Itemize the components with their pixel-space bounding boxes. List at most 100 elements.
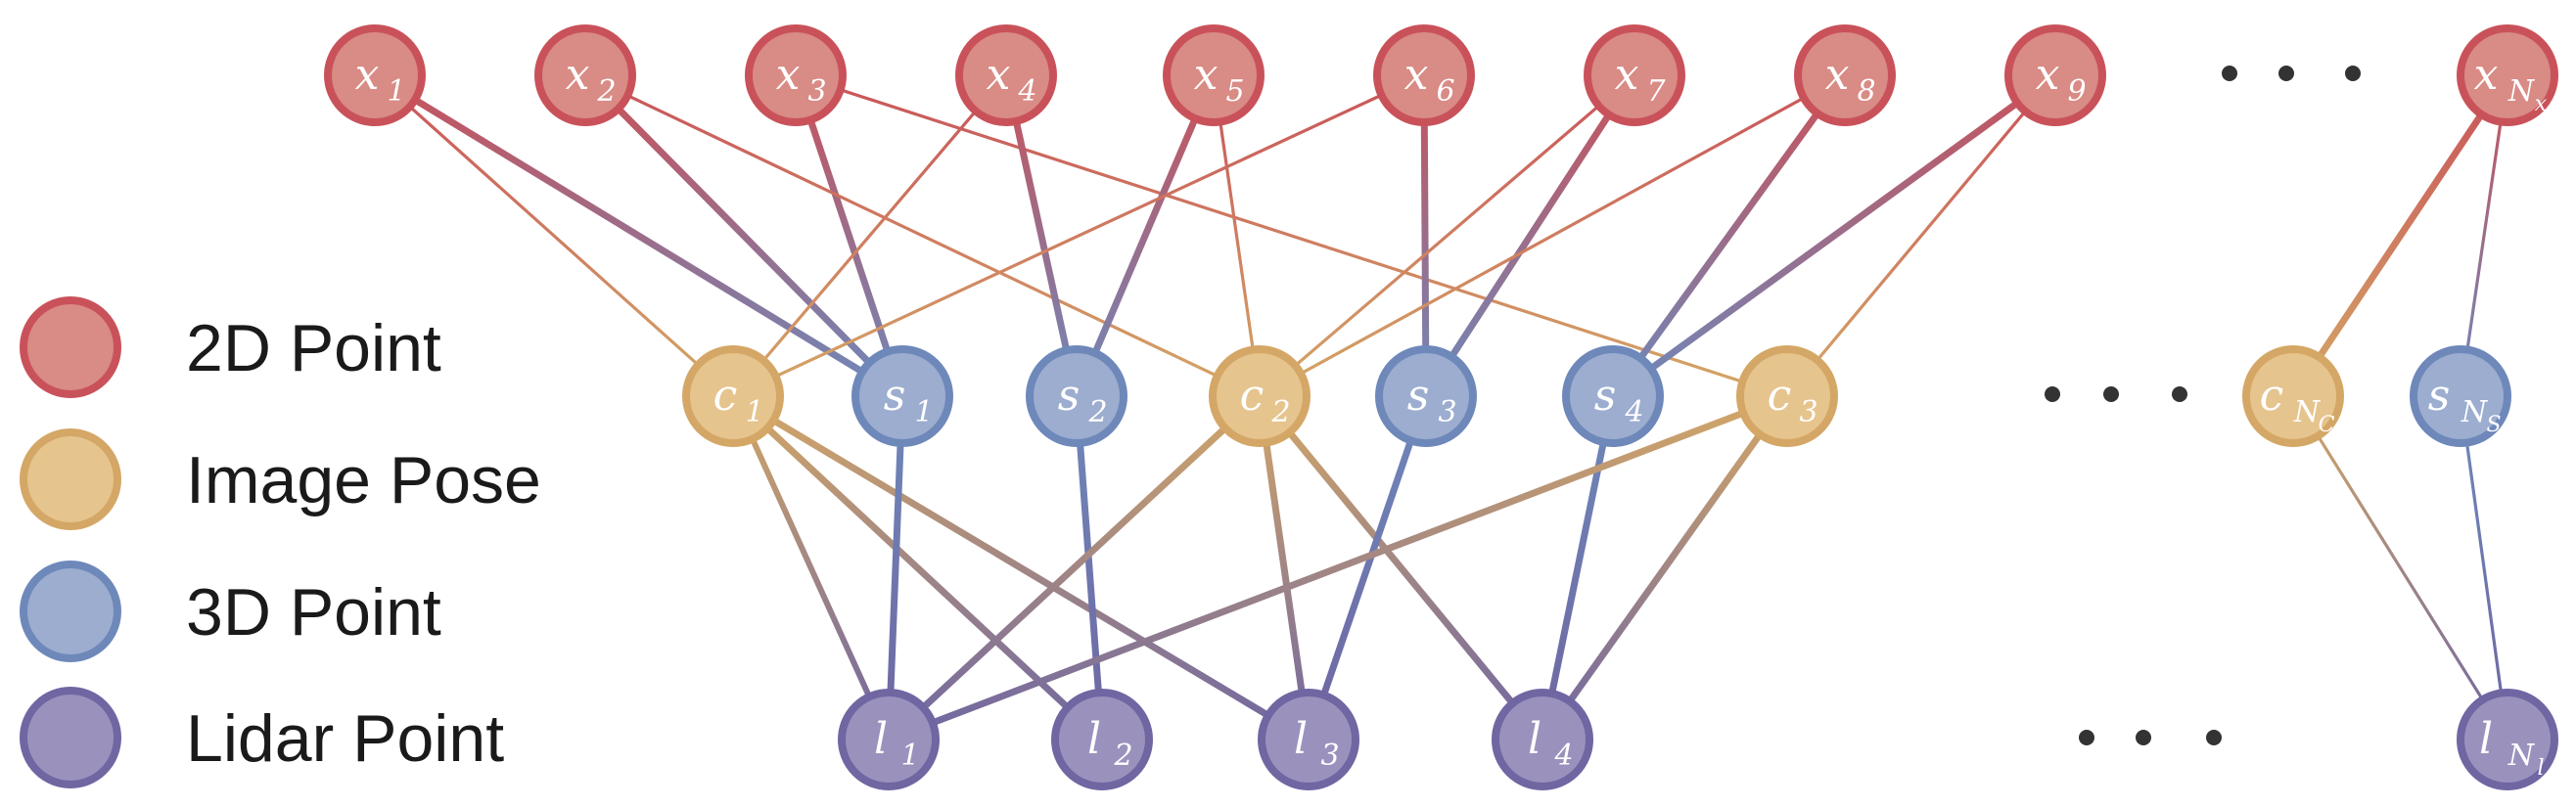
edge-c1-l2 [729, 392, 1106, 743]
node-subscript: 7 [1646, 74, 1666, 109]
edge-c3-l1 [885, 392, 1791, 743]
edge-c2-l1 [885, 392, 1264, 743]
node-subscript: 8 [1857, 74, 1875, 109]
node-subscript: 9 [2067, 74, 2086, 109]
node-circle [1375, 345, 1477, 447]
edge-s1-l1 [885, 392, 906, 743]
edge-cN-lN [2291, 394, 2509, 741]
node-circle [745, 24, 847, 126]
node-label: s [1407, 371, 1430, 421]
node-circle [2457, 24, 2558, 126]
edge-x5-s2 [1073, 71, 1218, 400]
node-circle [1373, 24, 1475, 126]
node-label: x [1404, 50, 1429, 100]
node-subscript: N [2461, 395, 2489, 429]
node-label: c [1768, 371, 1792, 421]
node-subscript: 1 [914, 395, 933, 429]
edge-s2-l2 [1073, 392, 1106, 743]
node-circle [2410, 345, 2511, 447]
ellipsis-l [2079, 730, 2222, 745]
ellipsis-x [2222, 66, 2361, 81]
edge-xN-cN [2289, 71, 2511, 400]
node-label: c [2260, 371, 2284, 421]
node-label: s [884, 371, 906, 421]
edge-c3-l4 [1539, 392, 1791, 743]
edge-x1-c1 [373, 73, 735, 398]
node-circle [1584, 24, 1685, 126]
edge-x2-c2 [583, 73, 1262, 398]
legend-label: Lidar Point [186, 701, 504, 776]
node-label: s [1058, 371, 1081, 421]
legend-swatch [20, 296, 121, 398]
node-circle [1562, 345, 1664, 447]
node-subscript: 4 [1624, 395, 1643, 429]
edge-x8-s4 [1609, 71, 1849, 400]
node-subscript: N [2507, 74, 2536, 109]
node-circle [2457, 689, 2558, 790]
edge-x5-c2 [1212, 73, 1262, 398]
node-subscript: 6 [1436, 74, 1454, 109]
node-subscript: N [2507, 739, 2536, 773]
node-subscript: 2 [1087, 395, 1107, 429]
legend-label: 2D Point [186, 311, 441, 385]
node-circle [1258, 689, 1359, 790]
node-sub-subscript: x [2535, 92, 2548, 116]
node-circle [1794, 24, 1896, 126]
node-subscript: 3 [1438, 395, 1456, 429]
node-circle [1051, 689, 1153, 790]
node-label: l [2479, 714, 2493, 764]
node-label: x [2036, 50, 2060, 100]
node-label: x [355, 50, 380, 100]
edge-x9-c3 [1785, 73, 2057, 398]
edge-x8-c2 [1258, 73, 1847, 398]
node-sub-subscript: S [2486, 413, 2501, 437]
node-label: x [987, 50, 1011, 100]
edges-layer [371, 71, 2511, 743]
edge-c2-l4 [1256, 392, 1546, 743]
edge-x7-c2 [1258, 73, 1636, 398]
node-label: c [1240, 371, 1265, 421]
legend-swatch [20, 687, 121, 788]
node-label: l [1294, 714, 1308, 764]
node-subscript: 1 [387, 74, 405, 109]
node-subscript: 2 [1270, 395, 1290, 429]
edge-c1-l3 [729, 392, 1312, 743]
legend-item-s: 3D Point [20, 561, 441, 662]
node-subscript: 3 [1799, 395, 1817, 429]
legend-label: 3D Point [186, 575, 441, 650]
node-subscript: 5 [1225, 74, 1244, 109]
legend-item-x: 2D Point [20, 296, 441, 398]
node-subscript: 1 [900, 739, 919, 773]
edge-sN-lN [2459, 394, 2509, 741]
edge-x9-s4 [1609, 71, 2059, 400]
node-label: l [874, 714, 888, 764]
legend-swatch [20, 428, 121, 530]
node-label: l [1528, 714, 1541, 764]
legend-label: Image Pose [186, 443, 541, 517]
node-circle [1492, 689, 1593, 790]
node-circle [838, 689, 940, 790]
node-label: x [2474, 50, 2499, 100]
node-label: x [1825, 50, 1850, 100]
node-circle [1026, 345, 1127, 447]
node-circle [1163, 24, 1265, 126]
node-circle [2004, 24, 2106, 126]
